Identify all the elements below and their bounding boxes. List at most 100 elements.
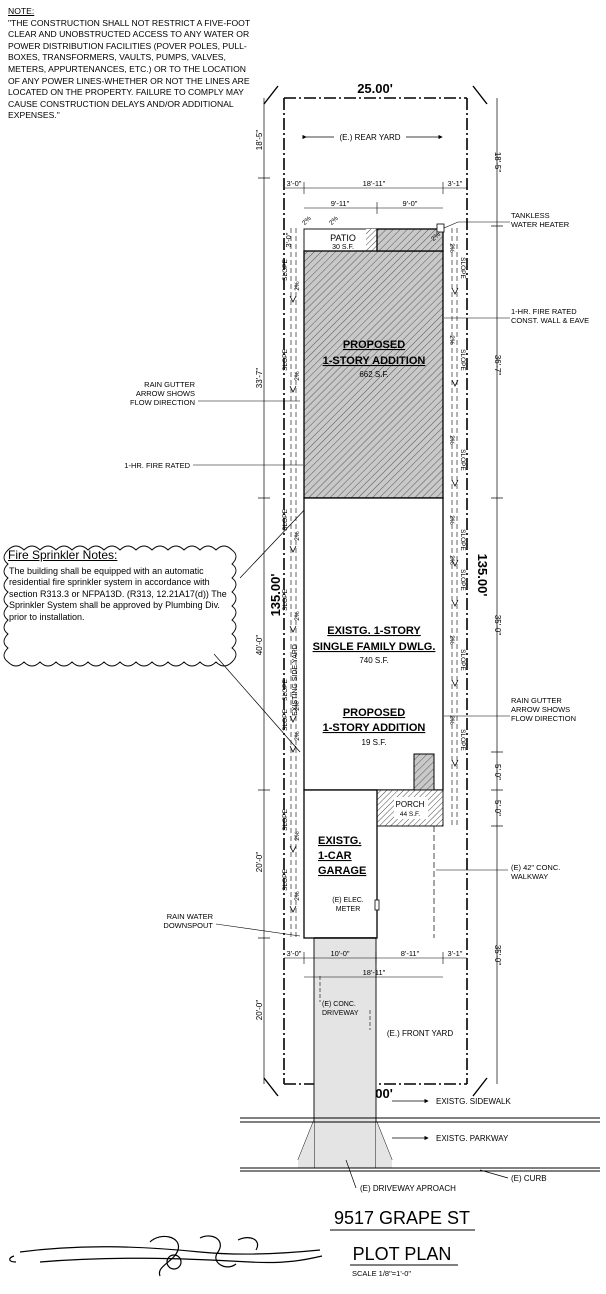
tankless-label-2: WATER HEATER: [511, 220, 570, 229]
flow-arrow: [451, 679, 459, 687]
flow-arrow: [451, 559, 459, 567]
garage-width-label: 10'-0": [330, 949, 349, 958]
front-yard-depth-label: 20'-0": [255, 1000, 264, 1021]
sprinkler-heading: Fire Sprinkler Notes:: [8, 548, 118, 562]
slope-percent: 2%: [448, 335, 455, 345]
flow-arrow: [451, 599, 459, 607]
slope-percent: 2%: [294, 611, 301, 621]
bldg-width-top-label: 18'-11": [363, 179, 386, 188]
flow-arrow: [289, 295, 297, 303]
elec-meter-label-2: METER: [336, 906, 361, 913]
addition-depth-right-label: 36'-7": [493, 355, 502, 376]
front-yard-label: (E.) FRONT YARD: [387, 1029, 453, 1038]
rear-yard-depth-label: 18'-5": [255, 130, 264, 151]
rear-offset-label: 9'-0": [403, 199, 418, 208]
downspout-label-1: RAIN WATER: [167, 912, 214, 921]
note-line: LOCATED ON THE PROPERTY. FAILURE TO COMP…: [8, 87, 244, 98]
walkway-label-1: (E) 42" CONC.: [511, 863, 560, 872]
slope-percent: 2%: [430, 231, 442, 243]
porch-offset-a-label: 5'-0": [493, 764, 502, 780]
note-line: EXPENSES.": [8, 110, 60, 121]
gutter-left-label-1: RAIN GUTTER: [144, 380, 195, 389]
slope-label: SLOPE: [282, 809, 289, 831]
note-line: METERS, APPURTENANCES, ETC.) OR TO THE L…: [8, 63, 246, 74]
porch-area-label: 44 S.F.: [400, 811, 420, 818]
flow-arrow: [289, 715, 297, 723]
slope-label: SLOPE: [459, 449, 466, 471]
addition-area: 662 S.F.: [359, 370, 388, 379]
rear-yard-depth-right-label: 18'-5": [493, 152, 502, 173]
patio-area-label: 30 S.F.: [332, 244, 354, 251]
driveway-label-1: (E) CONC.: [322, 1001, 356, 1008]
addition-title-1: PROPOSED: [343, 339, 405, 351]
flow-arrow: [289, 545, 297, 553]
downspout-label-2: DOWNSPOUT: [163, 921, 213, 930]
scroll-ornament: [9, 1235, 323, 1277]
approach-label: (E) DRIVEWAY APROACH: [360, 1184, 456, 1193]
drainage-right: [451, 228, 458, 826]
sprinkler-cloud: [3, 545, 237, 667]
side-yard-label: EXISTING SIDE YARD: [292, 644, 299, 716]
slope-label: SLOPE: [459, 649, 466, 671]
slope-percent: 2%: [294, 531, 301, 541]
sprinkler-line: section R313.3 or NFPA13D. (R313, 12.21A…: [9, 588, 227, 599]
property-corner: [263, 85, 488, 1097]
top-dims: [284, 182, 467, 214]
patio-depth-label: 3'-0": [284, 232, 293, 247]
walk-width-label: 8'-11": [401, 949, 420, 958]
flow-arrow: [289, 625, 297, 633]
flow-arrow: [451, 759, 459, 767]
addition2-area: 19 S.F.: [362, 738, 387, 747]
proposed-addition-rear: [376, 228, 444, 252]
setback-left-bottom-label: 3'-0": [287, 949, 302, 958]
slope-label: SLOPE: [282, 259, 289, 281]
gutter-right-label-2: ARROW SHOWS: [511, 705, 570, 714]
scale-label: SCALE 1/8"=1'-0": [352, 1269, 411, 1278]
note-line: CLEAR AND UNOBSTRUCTED ACCESS TO ANY WAT…: [8, 29, 250, 40]
gutter-left-label-3: FLOW DIRECTION: [130, 398, 195, 407]
rear-yard-label: (E.) REAR YARD: [339, 133, 400, 142]
addition-depth-left-label: 33'-7": [255, 368, 264, 389]
existing-garage: [303, 789, 378, 939]
slope-label: SLOPE: [459, 349, 466, 371]
slope-percent: 2%: [294, 731, 301, 741]
proposed-addition-19: [413, 753, 435, 791]
house-depth-left-label: 40'-0": [255, 635, 264, 656]
slope-label: SLOPE: [459, 257, 466, 279]
slope-label: SLOPE: [459, 569, 466, 591]
porch-offset-b-label: 5'-0": [493, 800, 502, 816]
note-line: OF ANY POWER LINES-WHETHER OR NOT THE LI…: [8, 75, 250, 86]
front-depth-right-label: 35'-0": [493, 945, 502, 966]
garage-title-3: GARAGE: [318, 865, 366, 877]
note-line: BOXES, TRANSFORMERS, VAULTS, PUMPS, VALV…: [8, 52, 226, 63]
note-line: POWER DISTRIBUTION FACILITIES (POVER POL…: [8, 40, 247, 51]
addition2-title-2: 1-STORY ADDITION: [323, 722, 426, 734]
slope-label: SLOPE: [282, 709, 289, 731]
house-depth-right-label: 35'-0": [493, 615, 502, 636]
parkway-label: EXISTG. PARKWAY: [436, 1134, 509, 1143]
setback-right-top-label: 3'-1": [448, 179, 463, 188]
slope-label: SLOPE: [282, 349, 289, 371]
gutter-right-label-3: FLOW DIRECTION: [511, 714, 576, 723]
gutter-left-label-2: ARROW SHOWS: [136, 389, 195, 398]
patio-hatch: [366, 229, 377, 251]
note-line: CAUSE CONSTRUCTION DELAYS AND/OR ADDITIO…: [8, 98, 234, 109]
elec-meter-label-1: (E) ELEC.: [332, 897, 364, 904]
flow-arrow: [289, 845, 297, 853]
setback-right-bottom-label: 3'-1": [448, 949, 463, 958]
slope-percent: 2%: [294, 371, 301, 381]
slope-percent: 2%: [448, 635, 455, 645]
driveway-label-2: DRIVEWAY: [322, 1010, 359, 1017]
proposed-addition-662: [303, 250, 444, 499]
patio-width-label: 9'-11": [331, 199, 350, 208]
address-title: 9517 GRAPE ST: [334, 1208, 470, 1228]
sprinkler-line: Sprinkler System shall be approved by Pl…: [9, 600, 220, 611]
slope-percent: 2%: [448, 243, 455, 253]
flow-arrow: [289, 905, 297, 913]
existing-area: 740 S.F.: [359, 656, 388, 665]
slope-percent: 2%: [448, 515, 455, 525]
flow-arrow: [289, 385, 297, 393]
fire-sprinkler-notes: Fire Sprinkler Notes: The building shall…: [8, 548, 244, 624]
overall-width-top: 25.00': [357, 81, 393, 96]
